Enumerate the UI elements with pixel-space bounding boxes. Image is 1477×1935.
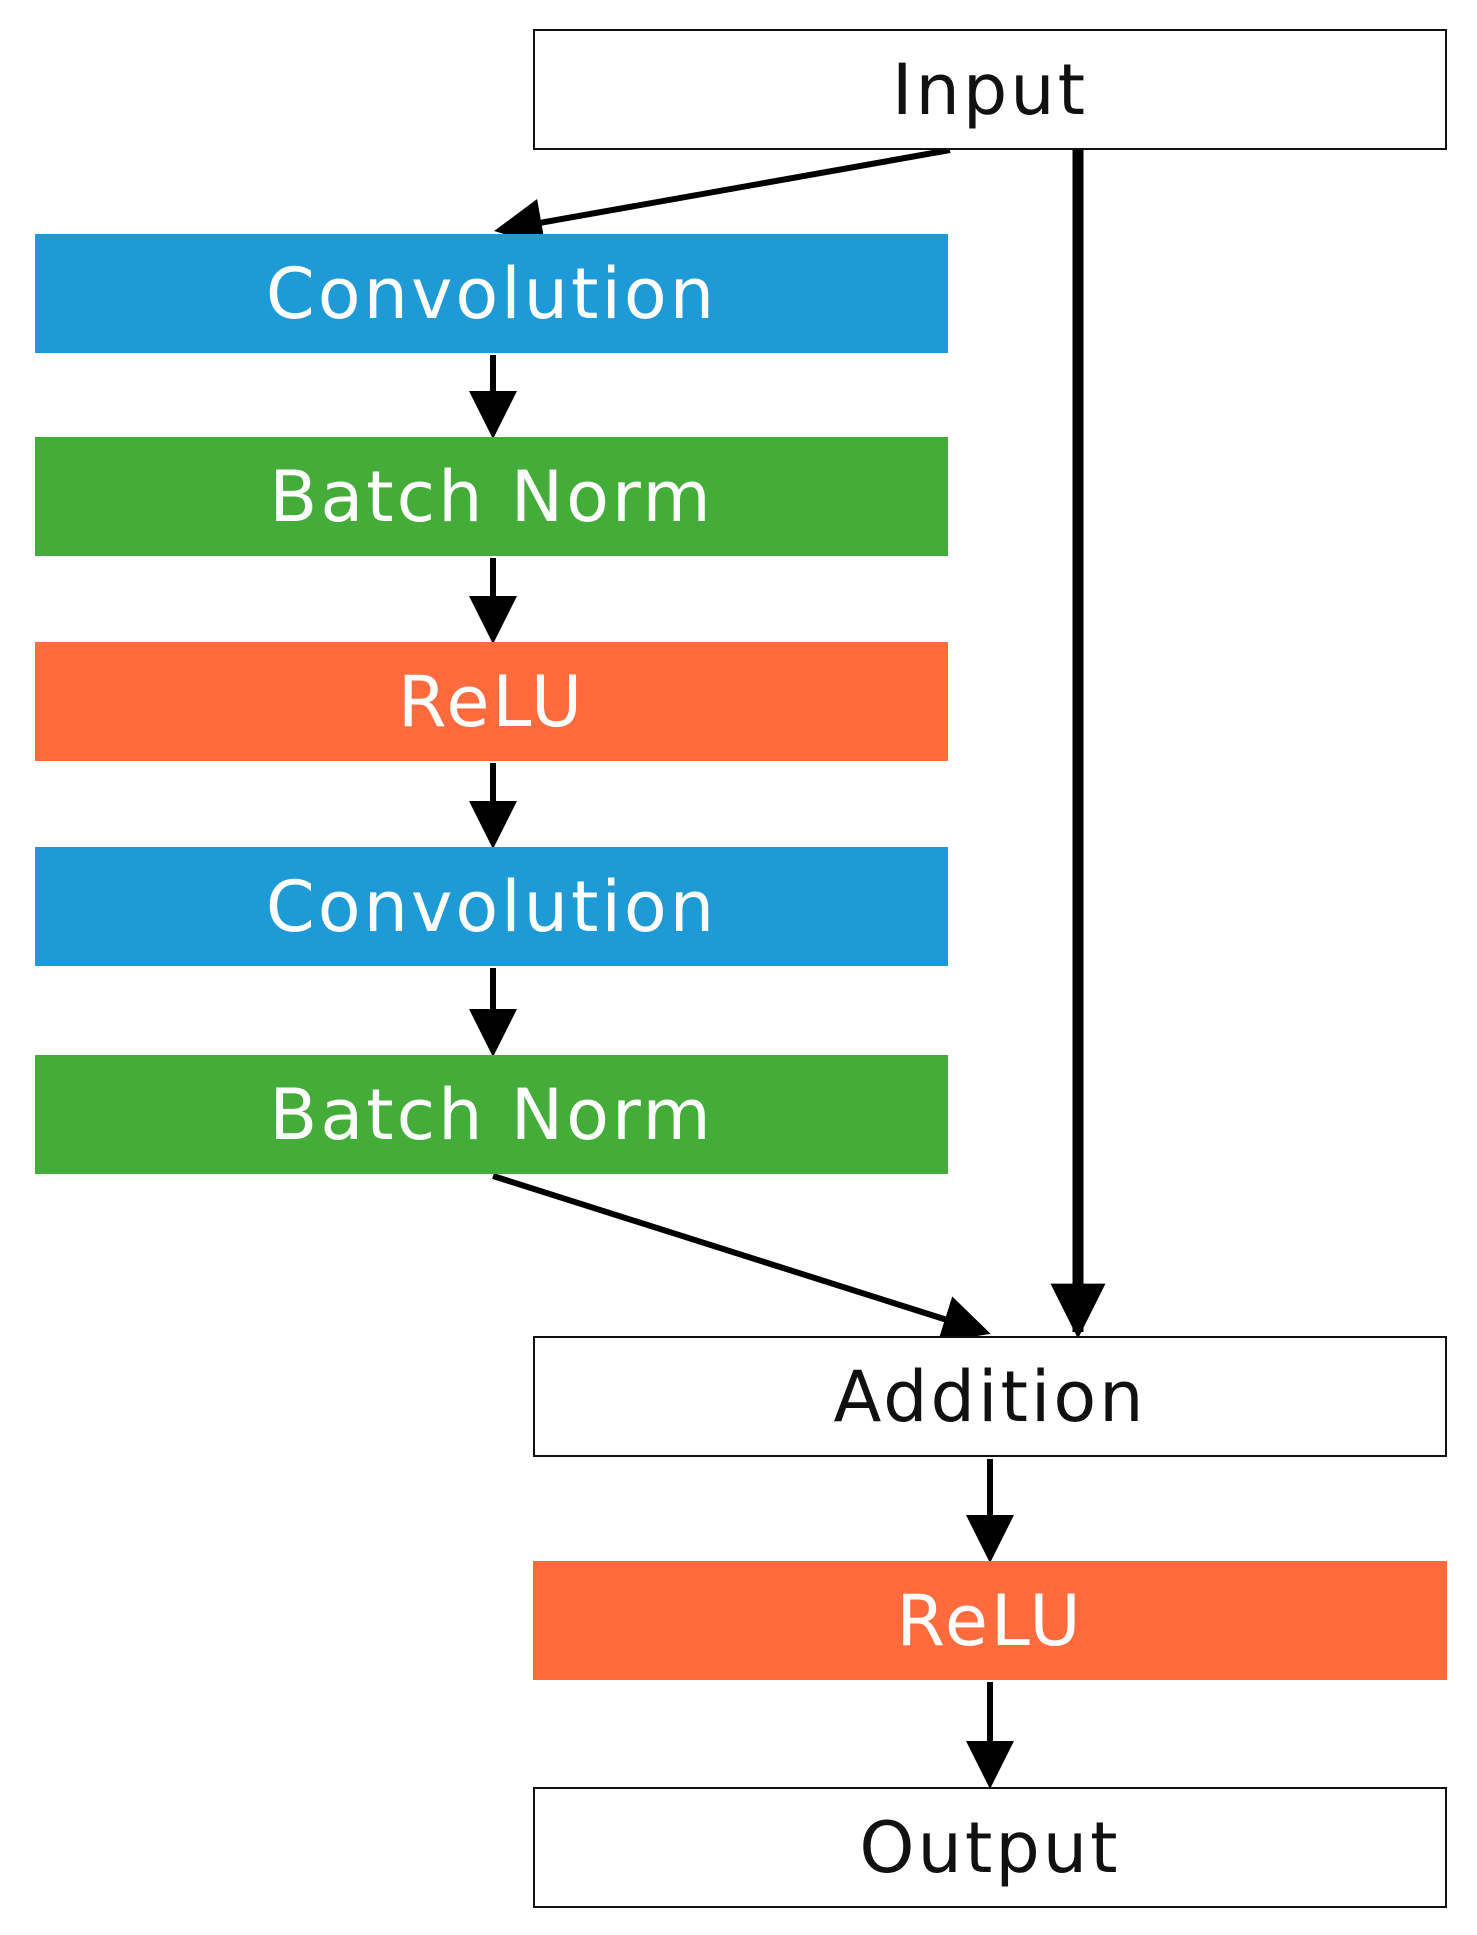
batch-norm-node-1: Batch Norm <box>35 437 948 556</box>
edge-input-to-conv1 <box>494 147 951 247</box>
addition-node-label: Addition <box>833 1355 1147 1438</box>
relu-node-1: ReLU <box>35 642 948 761</box>
relu-node-2: ReLU <box>533 1561 1447 1680</box>
batch-norm-node-1-label: Batch Norm <box>269 455 714 538</box>
relu-node-1-label: ReLU <box>397 660 586 743</box>
convolution-node-1-label: Convolution <box>265 252 718 335</box>
input-node-label: Input <box>891 48 1089 131</box>
convolution-node-2: Convolution <box>35 847 948 966</box>
output-node: Output <box>533 1787 1447 1908</box>
relu-node-2-label: ReLU <box>896 1579 1084 1662</box>
batch-norm-node-2: Batch Norm <box>35 1055 948 1174</box>
input-node: Input <box>533 29 1447 150</box>
convolution-node-1: Convolution <box>35 234 948 353</box>
edge-bn2-to-addition <box>492 1173 991 1343</box>
convolution-node-2-label: Convolution <box>265 865 718 948</box>
batch-norm-node-2-label: Batch Norm <box>269 1073 714 1156</box>
output-node-label: Output <box>859 1806 1121 1889</box>
addition-node: Addition <box>533 1336 1447 1457</box>
